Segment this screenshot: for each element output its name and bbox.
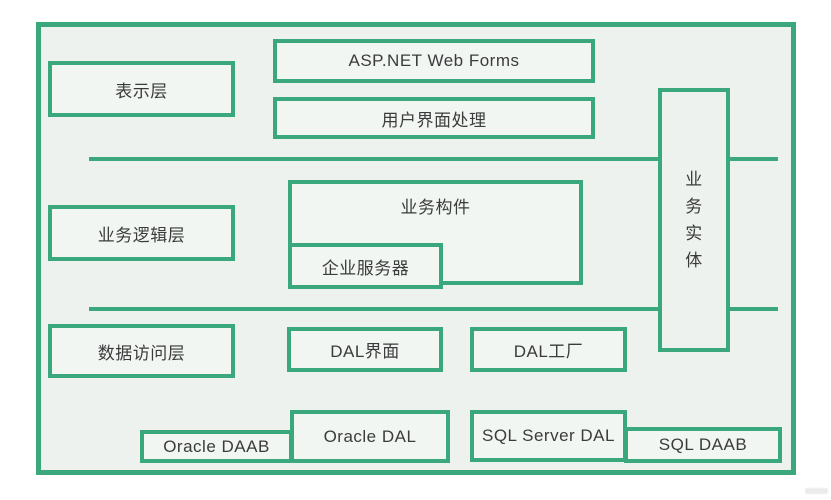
oracle-dal-box: Oracle DAL [290,410,450,463]
watermark [805,488,828,494]
enterprise-server-box: 企业服务器 [288,243,443,289]
sql-server-dal-box: SQL Server DAL [470,410,627,462]
dal-factory-box: DAL工厂 [470,327,627,372]
layer-divider-bottom [89,307,778,311]
aspnet-web-forms-box: ASP.NET Web Forms [273,39,595,83]
dal-interface-box: DAL界面 [287,327,443,372]
presentation-layer-box: 表示层 [48,61,235,117]
business-entity-label: 业务实体 [685,169,703,271]
data-access-layer-box: 数据访问层 [48,324,235,378]
layer-divider-top [89,157,778,161]
ui-processing-box: 用户界面处理 [273,97,595,139]
business-logic-layer-box: 业务逻辑层 [48,205,235,261]
business-entity-box: 业务实体 [658,88,730,352]
oracle-daab-box: Oracle DAAB [140,430,293,463]
sql-daab-box: SQL DAAB [624,427,782,463]
